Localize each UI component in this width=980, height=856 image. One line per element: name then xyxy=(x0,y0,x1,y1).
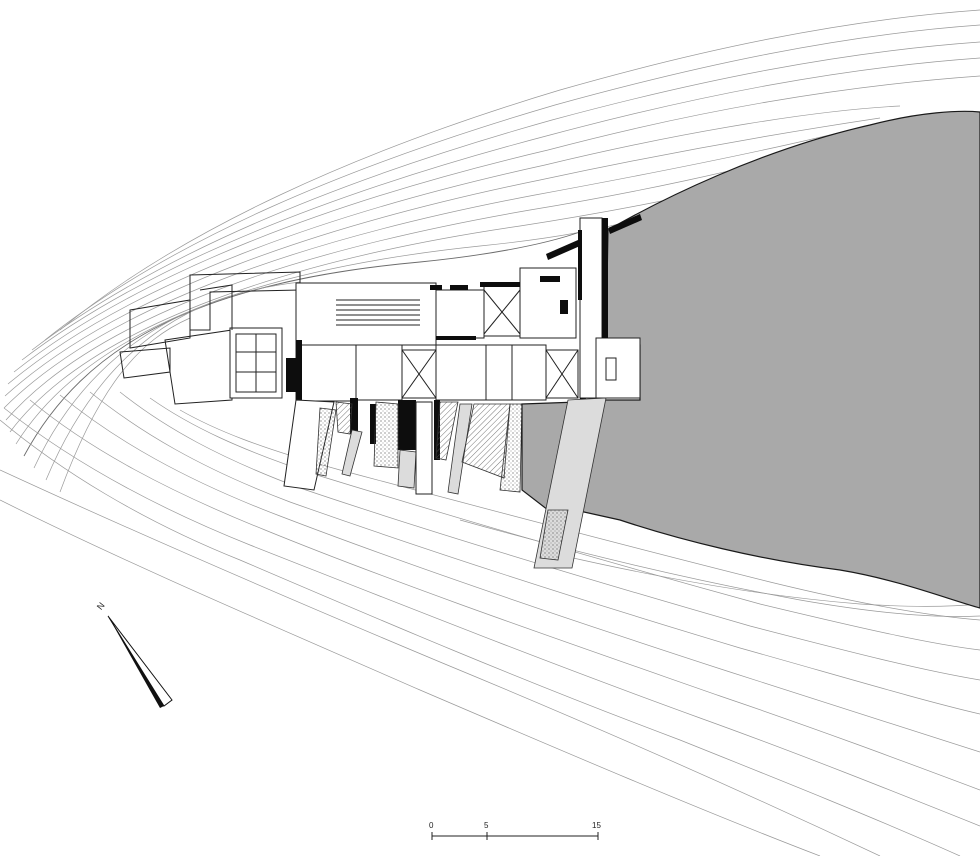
water-body xyxy=(574,110,980,609)
scale-tick-0: 0 xyxy=(429,821,434,830)
contour-lines xyxy=(0,9,980,856)
piers xyxy=(283,397,607,569)
scale-tick-15: 15 xyxy=(592,821,601,830)
north-arrow: N xyxy=(95,600,173,708)
main-building xyxy=(295,217,641,402)
north-label: N xyxy=(95,600,107,611)
scale-bar: 0 5 15 xyxy=(429,821,601,840)
terrace-structures xyxy=(119,271,301,405)
north-arrow-icon xyxy=(107,615,173,707)
scale-tick-5: 5 xyxy=(484,821,489,830)
stair-lines xyxy=(336,299,420,326)
